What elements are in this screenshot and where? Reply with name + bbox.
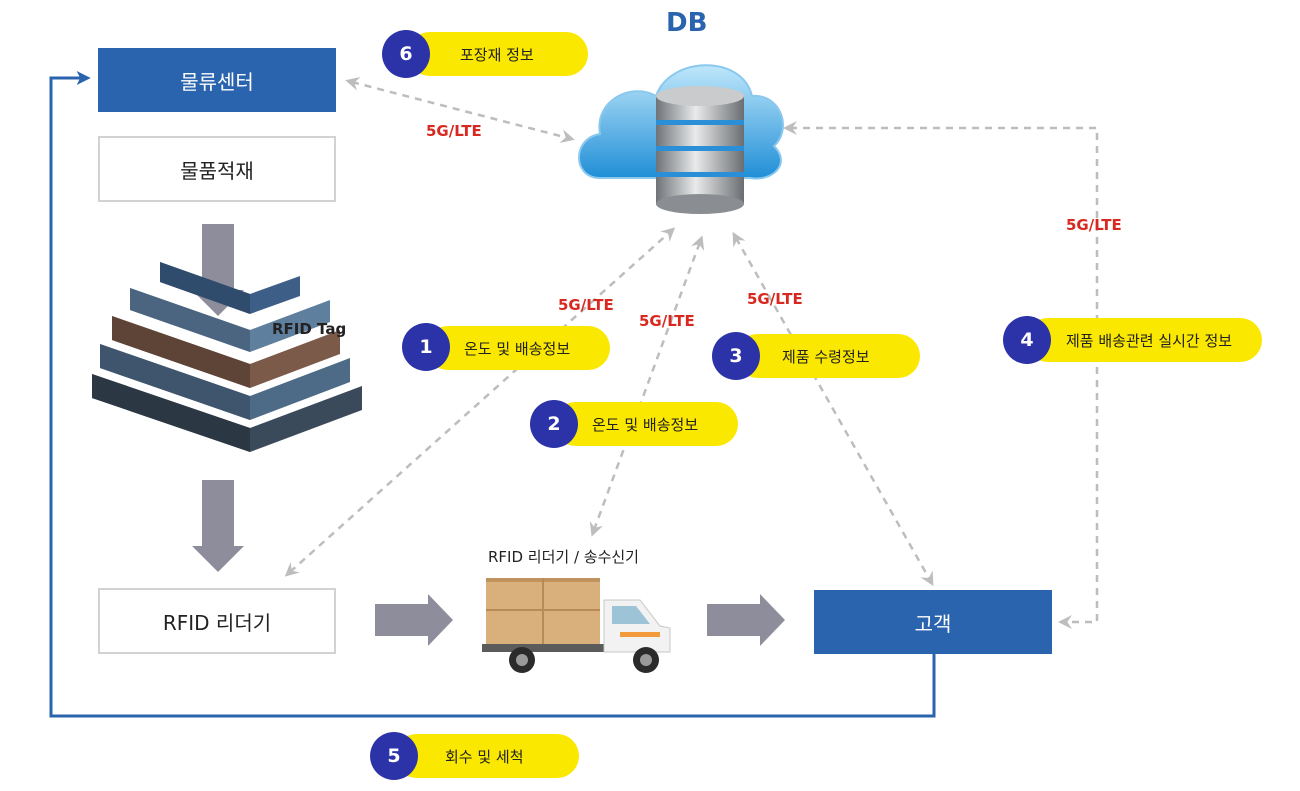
- rfid-transmitter-label: RFID 리더기 / 송수신기: [488, 548, 639, 566]
- step-3-text: 제품 수령정보: [782, 347, 870, 366]
- network-label-right: 5G/LTE: [1066, 216, 1122, 234]
- dashed-link-reader-db: [284, 227, 676, 577]
- step-3-number: 3: [712, 332, 760, 380]
- db-title: DB: [666, 8, 708, 38]
- step-4-number: 4: [1003, 316, 1051, 364]
- step-1-text: 온도 및 배송정보: [464, 339, 571, 358]
- flow-arrow-down-2: [192, 480, 244, 572]
- step-2-number: 2: [530, 400, 578, 448]
- step-5-number: 5: [370, 732, 418, 780]
- flow-arrow-right-1: [375, 594, 453, 646]
- rfid-reader-box: RFID 리더기: [98, 588, 336, 654]
- step-3-pill: 제품 수령정보: [736, 334, 920, 378]
- step-1-pill: 온도 및 배송정보: [426, 326, 610, 370]
- step-1-number: 1: [402, 323, 450, 371]
- cloud-db-icon: [578, 64, 784, 214]
- network-label-center-db: 5G/LTE: [426, 122, 482, 140]
- step-5-pill: 회수 및 세척: [395, 734, 579, 778]
- step-2-pill: 온도 및 배송정보: [554, 402, 738, 446]
- step-5-text: 회수 및 세척: [445, 747, 524, 766]
- network-label-reader-db: 5G/LTE: [558, 296, 614, 314]
- flow-arrow-right-2: [707, 594, 785, 646]
- step-6-pill: 포장재 정보: [408, 32, 588, 76]
- step-4-text: 제품 배송관련 실시간 정보: [1066, 331, 1233, 350]
- network-label-truck-db: 5G/LTE: [639, 312, 695, 330]
- step-2-text: 온도 및 배송정보: [592, 415, 699, 434]
- step-6-text: 포장재 정보: [460, 45, 534, 64]
- step-6-number: 6: [382, 30, 430, 78]
- step-4-pill: 제품 배송관련 실시간 정보: [1026, 318, 1262, 362]
- return-loop-line: [49, 71, 936, 718]
- truck-icon: [482, 578, 671, 673]
- customer-box: 고객: [814, 590, 1052, 654]
- logistics-center-box: 물류센터: [98, 48, 336, 112]
- network-label-db-customer: 5G/LTE: [747, 290, 803, 308]
- dashed-link-db-customer: [732, 231, 934, 587]
- loading-box: 물품적재: [98, 136, 336, 202]
- rfid-tag-label: RFID Tag: [272, 320, 347, 338]
- containers-icon: [92, 262, 362, 452]
- dashed-link-center-db: [345, 76, 575, 144]
